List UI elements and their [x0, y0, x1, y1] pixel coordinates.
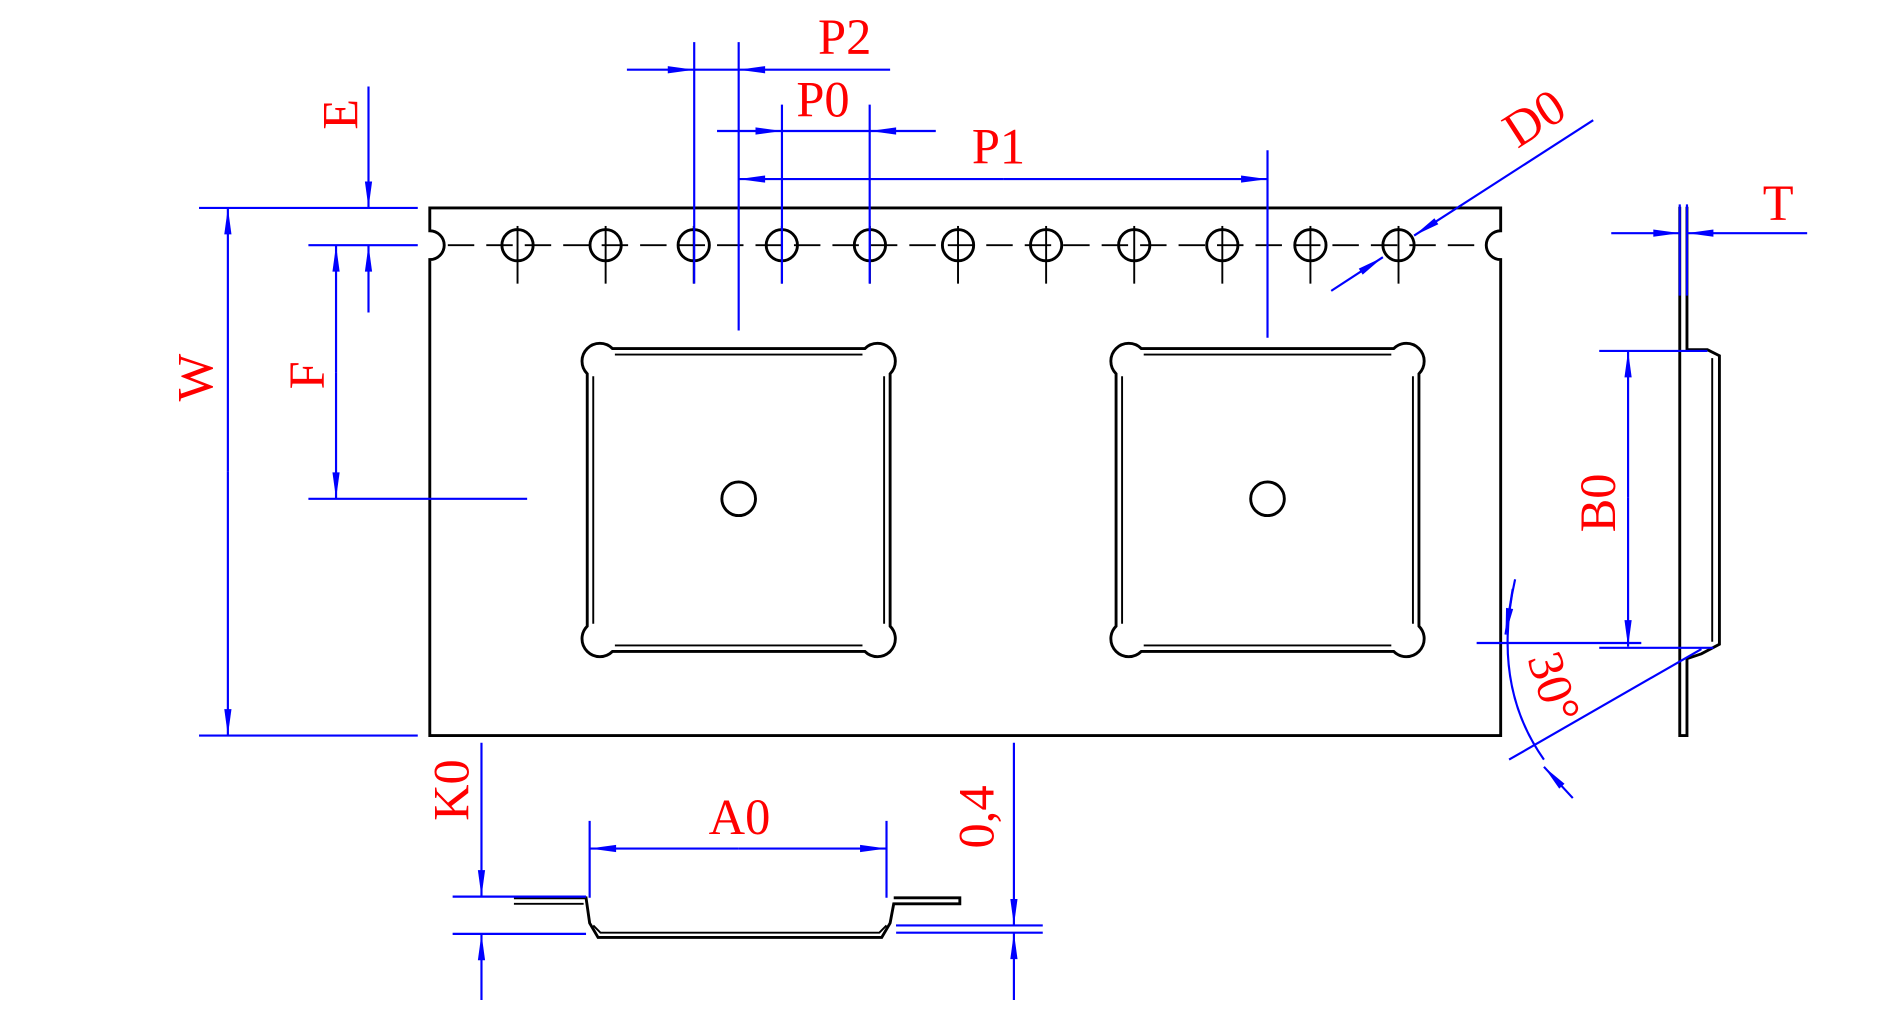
pocket-center-hole — [720, 480, 757, 518]
pocket-right — [1109, 341, 1426, 659]
pocket-outline — [580, 341, 897, 659]
dimension-d0: D0 — [1330, 78, 1594, 292]
label-f: F — [279, 361, 335, 389]
pocket-inner — [592, 353, 886, 647]
dimension-p1: P1 — [738, 118, 1269, 338]
label-a0: A0 — [709, 789, 771, 845]
dimension-p2: P2 — [626, 9, 891, 331]
side-profile — [1678, 206, 1721, 737]
label-p1: P1 — [972, 118, 1025, 174]
label-k0: K0 — [423, 759, 479, 821]
dimension-a0: A0 — [588, 789, 888, 898]
dimension-e: E — [199, 86, 418, 313]
label-t: T — [1763, 175, 1794, 231]
label-p2: P2 — [818, 9, 871, 65]
dimension-angle: 30° — [1504, 579, 1702, 799]
pocket-inner — [1121, 353, 1414, 647]
dimension-k0: K0 — [423, 742, 587, 1000]
pocket-outline — [1109, 341, 1426, 659]
dimension-f: F — [279, 245, 528, 500]
pocket-left — [580, 341, 897, 659]
dimension-thickness: 0,4 — [896, 742, 1043, 1000]
dimension-t: T — [1611, 175, 1808, 296]
bottom-profile — [513, 896, 962, 939]
dimension-w: W — [167, 207, 418, 737]
dimension-b0: B0 — [1476, 349, 1714, 649]
sprocket-holes — [500, 225, 1416, 284]
label-w: W — [167, 353, 223, 401]
pocket-center-hole — [1249, 480, 1286, 518]
label-thickness: 0,4 — [948, 785, 1004, 848]
label-d0: D0 — [1493, 78, 1575, 159]
dimension-p0: P0 — [717, 72, 936, 284]
label-b0: B0 — [1570, 474, 1626, 533]
label-angle: 30° — [1517, 645, 1592, 730]
tape-outline — [428, 206, 1503, 737]
label-e: E — [313, 99, 369, 130]
label-p0: P0 — [796, 72, 849, 128]
